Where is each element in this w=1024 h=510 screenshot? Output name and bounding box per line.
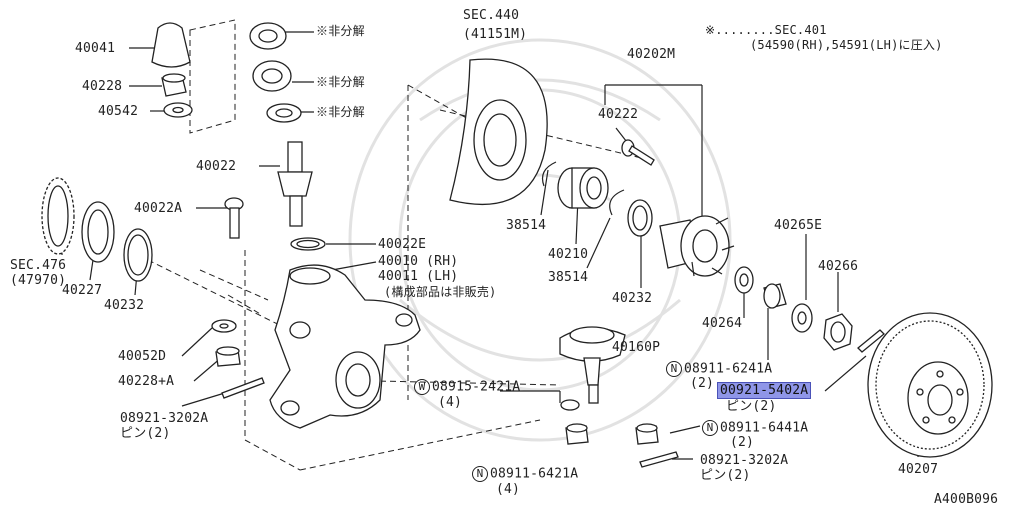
label-nut-08911-6241A-qty: (2) <box>690 376 715 391</box>
label-pin-right: 08921-3202A <box>700 453 789 468</box>
label-40228A: 40228+A <box>118 374 175 389</box>
label-40052D: 40052D <box>118 349 167 364</box>
cotter-pin-right <box>639 451 679 468</box>
label-40207: 40207 <box>898 462 939 477</box>
label-40160P: 40160P <box>612 340 661 355</box>
label-40022A: 40022A <box>134 201 183 216</box>
washer-40542 <box>163 102 193 118</box>
label-40022E: 40022E <box>378 237 427 252</box>
bearing-stack <box>249 22 302 123</box>
label-bolt-08915-num: 08915-2421A <box>432 379 521 395</box>
brake-disc-40207 <box>867 312 993 458</box>
nut-08911-6241A <box>763 283 787 309</box>
hub-40202M <box>659 215 735 277</box>
label-40202M: 40202M <box>627 47 676 62</box>
label-non-disassembly-2: ※非分解 <box>316 75 365 89</box>
label-40011: 40011 (LH) <box>378 269 459 284</box>
ring-40232-left <box>123 228 153 282</box>
label-pin-left-qty: ピン(2) <box>120 426 171 441</box>
label-40232-mid: 40232 <box>612 291 653 306</box>
label-non-disassembly-3: ※非分解 <box>316 105 365 119</box>
label-40227: 40227 <box>62 283 103 298</box>
nut-marker: N <box>666 361 682 377</box>
label-nut-08911-6421A-qty: (4) <box>496 482 521 497</box>
washer-40052D <box>211 319 237 333</box>
washer-marker: W <box>414 379 430 395</box>
label-sec476: SEC.476 <box>10 258 67 273</box>
label-footnote-ref: (54590(RH),54591(LH)に圧入) <box>750 38 943 52</box>
nut-40228 <box>161 73 187 97</box>
label-40232-left: 40232 <box>104 298 145 313</box>
bearing-40210 <box>557 167 609 209</box>
label-38514-b: 38514 <box>548 270 589 285</box>
label-40010: 40010 (RH) <box>378 254 459 269</box>
nut-40228A <box>215 346 241 367</box>
boot-40041 <box>151 22 191 68</box>
cotter-pin-00921 <box>857 329 885 353</box>
nut-08911-6441A <box>635 423 659 445</box>
label-38514-a: 38514 <box>506 218 547 233</box>
seal-40227 <box>81 201 115 263</box>
lock-nut-40266 <box>823 313 853 351</box>
label-components-note: (構成部品は非販売) <box>384 285 497 299</box>
nut-marker: N <box>472 466 488 482</box>
bolt-40022A <box>224 197 244 239</box>
label-40265E: 40265E <box>774 218 823 233</box>
snap-ring-38514-a <box>541 161 557 187</box>
label-sec440: SEC.440 <box>463 8 520 23</box>
cotter-pin-left <box>221 377 265 399</box>
ball-joint-40022 <box>277 141 313 227</box>
seal-40232-mid <box>627 199 653 237</box>
seal-40022E <box>290 237 326 251</box>
steering-knuckle-40010 <box>269 264 421 429</box>
lower-ball-joint-40160P <box>559 326 626 404</box>
snap-ring-38514-b <box>609 189 625 216</box>
label-bolt-08915-qty: (4) <box>438 395 463 410</box>
washer-08915 <box>560 399 580 411</box>
label-non-disassembly-1: ※非分解 <box>316 24 365 38</box>
label-nut-08911-6441A-num: 08911-6441A <box>720 420 809 436</box>
label-sec440-ref: (41151M) <box>463 27 528 42</box>
tone-ring-47970 <box>41 177 75 255</box>
label-nut-08911-6241A-num: 08911-6241A <box>684 361 773 377</box>
label-nut-08911-6421A-num: 08911-6421A <box>490 466 579 482</box>
washer-40265E <box>791 303 813 333</box>
label-footnote: ※........SEC.401 <box>705 23 827 37</box>
nut-marker: N <box>702 420 718 436</box>
hub-bolt-40222 <box>621 139 655 166</box>
label-sec476-ref: (47970) <box>10 273 67 288</box>
label-nut-08911-6441A-qty: (2) <box>730 435 755 450</box>
dust-shield-sec440 <box>449 58 548 206</box>
label-40041: 40041 <box>75 41 116 56</box>
label-highlighted-qty: ピン(2) <box>726 399 777 414</box>
nut-08911-6421A <box>565 423 589 445</box>
label-40210: 40210 <box>548 247 589 262</box>
highlighted-part-number[interactable]: 00921-5402A <box>716 382 812 399</box>
label-pin-right-qty: ピン(2) <box>700 468 751 483</box>
label-40264: 40264 <box>702 316 743 331</box>
washer-40264 <box>734 266 754 294</box>
label-pin-left: 08921-3202A <box>120 411 209 426</box>
label-40222: 40222 <box>598 107 639 122</box>
label-40228: 40228 <box>82 79 123 94</box>
label-40022: 40022 <box>196 159 237 174</box>
label-40542: 40542 <box>98 104 139 119</box>
label-40266: 40266 <box>818 259 859 274</box>
figure-code: A400B096 <box>934 492 999 507</box>
